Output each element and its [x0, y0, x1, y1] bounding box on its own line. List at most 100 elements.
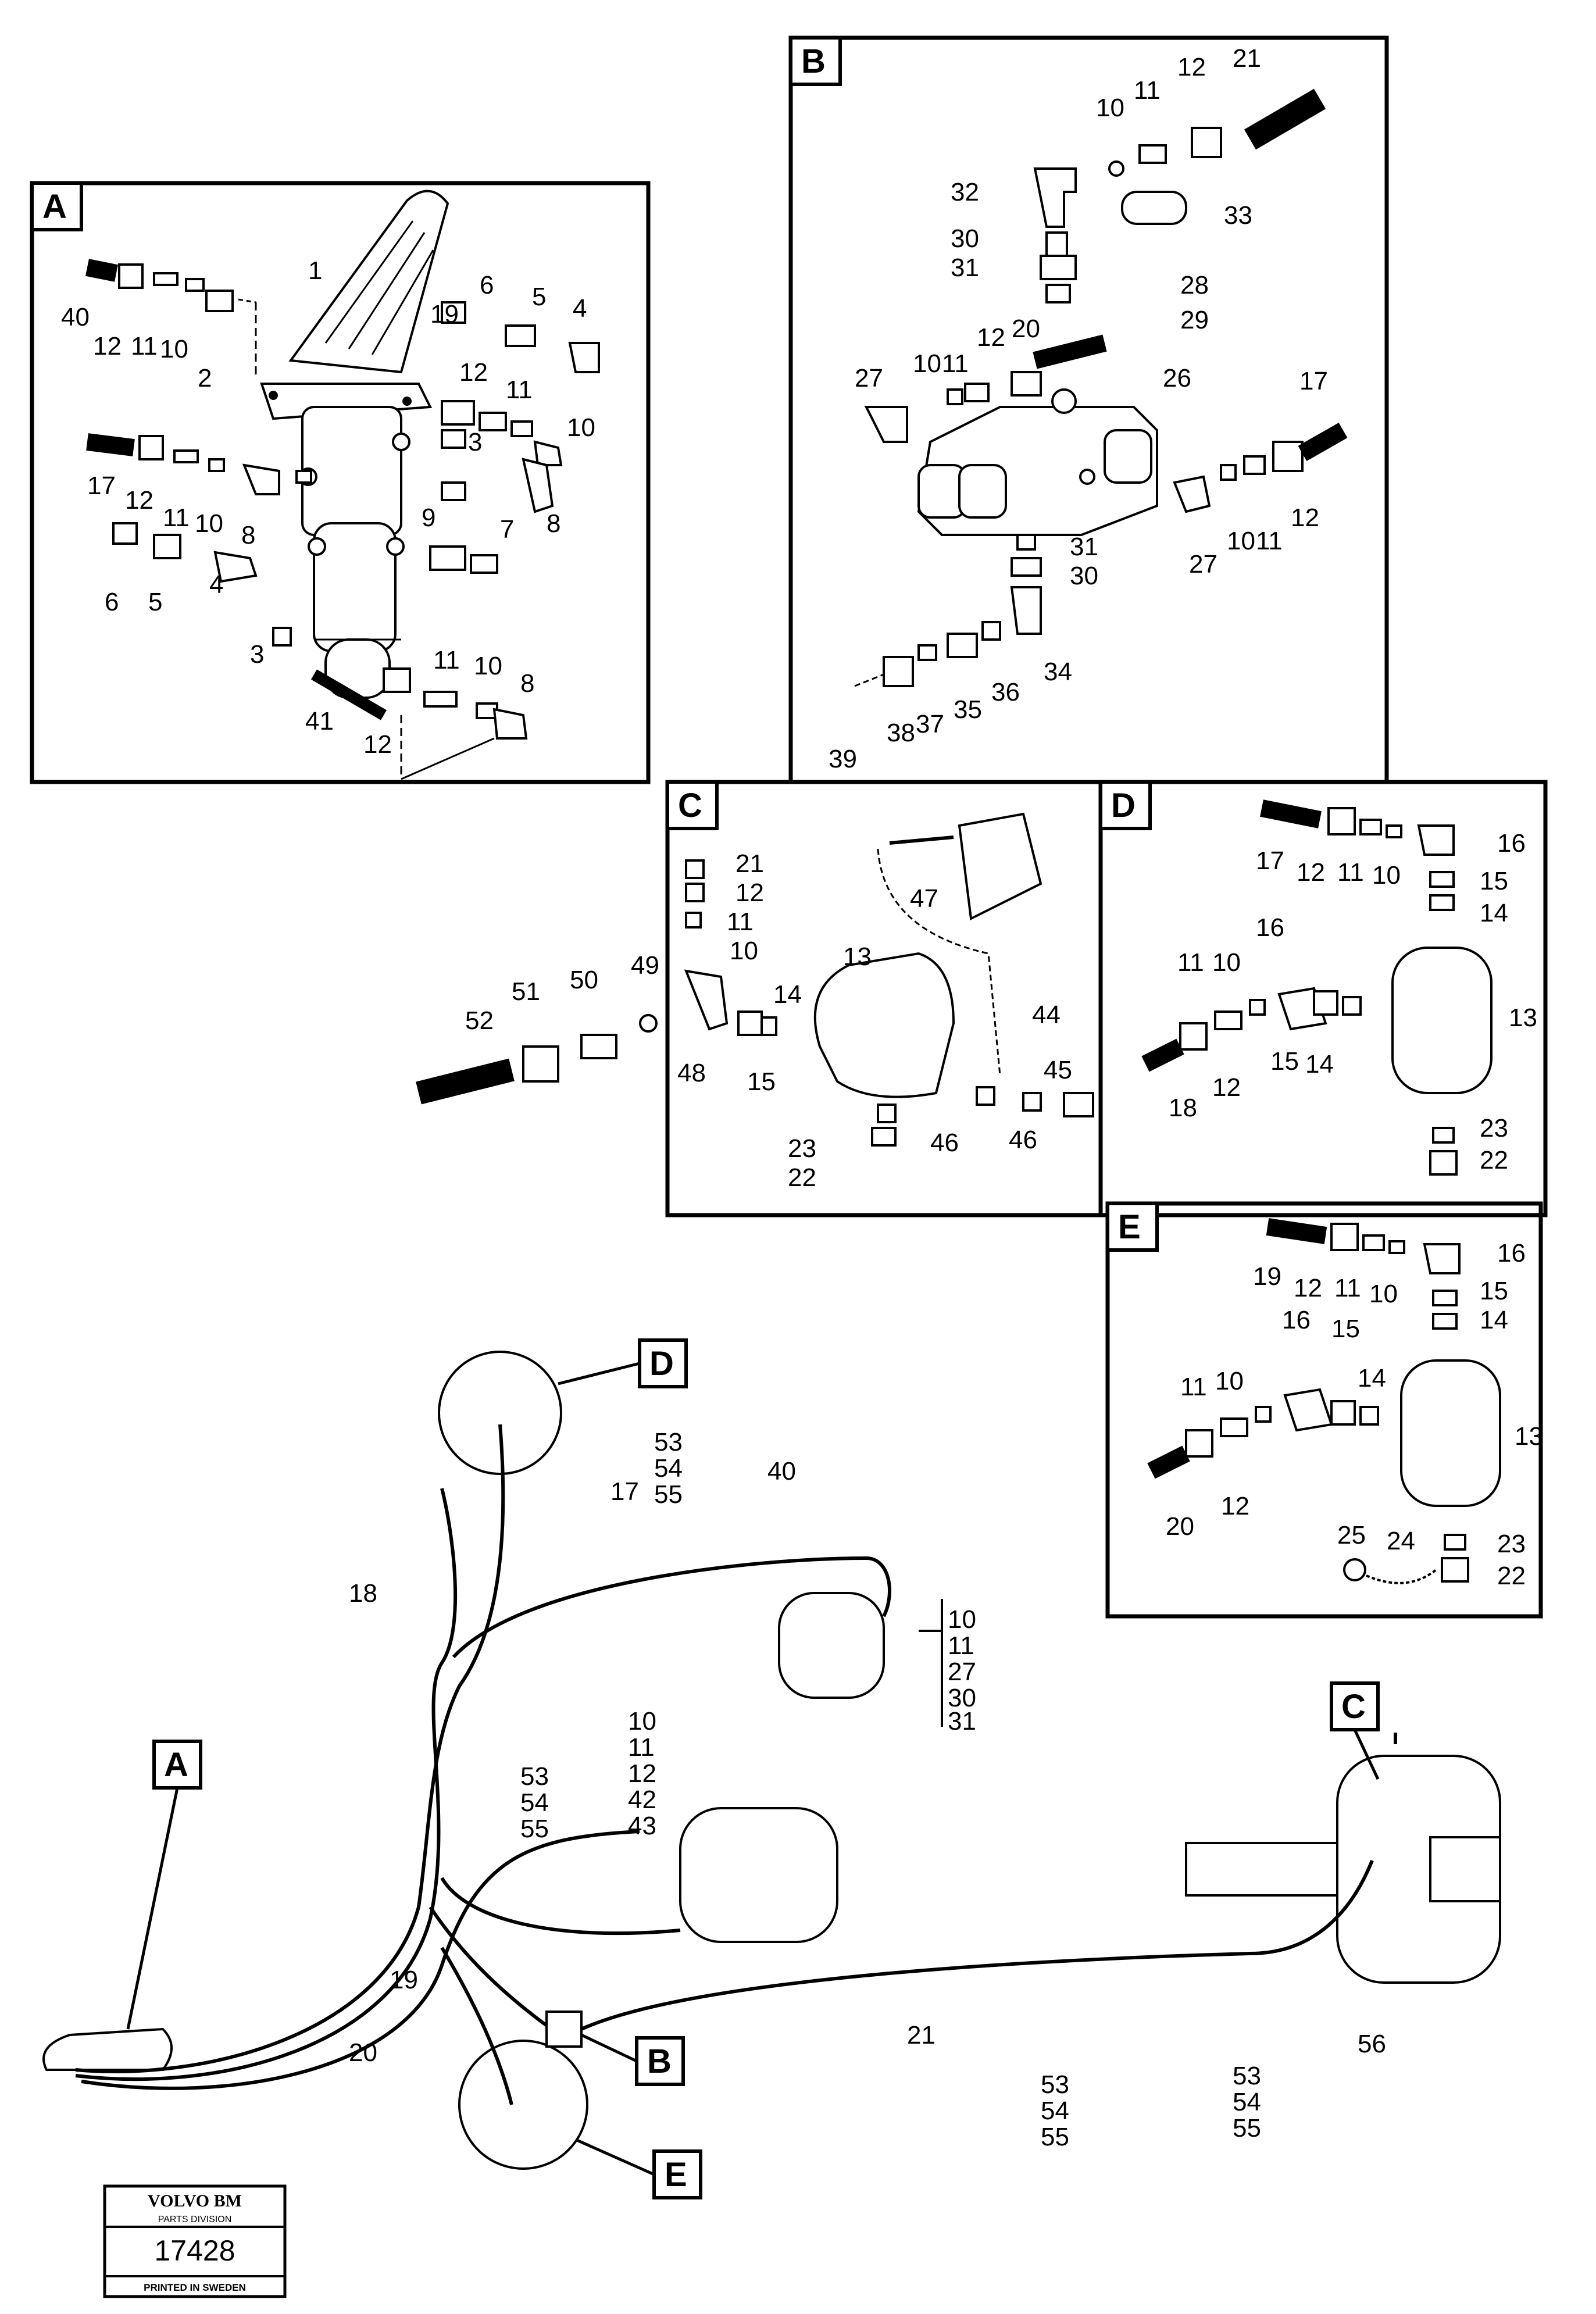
callout-b-24: 39: [829, 745, 857, 773]
callout-a-21: 7: [500, 515, 514, 544]
panel-a: A: [30, 181, 651, 784]
callout-c-3: 10: [730, 937, 758, 965]
callout-d-10: 18: [1169, 1094, 1197, 1122]
callout-c-1: 12: [735, 879, 764, 907]
air-reservoir-c: [416, 812, 1094, 1147]
callout-o-17: 54: [520, 1788, 549, 1817]
callout-a-11: 11: [506, 376, 533, 404]
callout-b-4: 32: [951, 178, 979, 206]
callout-e-5: 15: [1480, 1277, 1508, 1305]
callout-c-16: 22: [788, 1163, 816, 1192]
panel-e-tag: E: [1118, 1208, 1141, 1246]
callout-a-18: 10: [195, 509, 223, 538]
brake-pedal: [260, 190, 449, 420]
stamp-brand: VOLVO BM: [148, 2191, 242, 2211]
callout-o-23: 54: [1041, 2097, 1069, 2125]
overview-ref-c: C: [1341, 1688, 1366, 1726]
callout-b-15: 26: [1163, 364, 1191, 392]
callout-e-2: 11: [1334, 1274, 1361, 1302]
panel-c-tag: C: [678, 787, 702, 824]
callout-a-8: 5: [532, 283, 546, 311]
callout-o-22: 53: [1041, 2070, 1069, 2099]
callout-e-18: 22: [1497, 1562, 1526, 1590]
callout-a-15: 17: [87, 472, 116, 500]
callout-d-8: 11: [1177, 948, 1204, 977]
callout-o-6: 10: [948, 1605, 976, 1634]
callout-b-0: 12: [1177, 53, 1206, 81]
callout-c-14: 45: [1044, 1056, 1072, 1084]
callout-e-8: 15: [1331, 1315, 1360, 1343]
callout-d-9: 10: [1212, 948, 1241, 977]
callout-e-10: 10: [1215, 1367, 1244, 1395]
callout-c-7: 50: [570, 966, 598, 994]
callout-a-12: 10: [567, 413, 595, 442]
callout-o-9: 30: [948, 1684, 976, 1712]
callout-e-16: 24: [1387, 1527, 1415, 1555]
callout-d-16: 22: [1480, 1146, 1508, 1174]
callout-o-27: 55: [1233, 2114, 1261, 2142]
panel-d: D: [1098, 780, 1548, 1217]
callout-c-13: 44: [1032, 1001, 1061, 1029]
callout-o-26: 54: [1233, 2088, 1261, 2116]
callout-e-13: 20: [1166, 1512, 1194, 1541]
air-tank-e: [1147, 1218, 1501, 1584]
callout-c-2: 11: [727, 908, 754, 936]
callout-o-25: 53: [1233, 2062, 1261, 2090]
callout-e-12: 13: [1515, 1422, 1543, 1451]
callout-c-10: 48: [677, 1059, 706, 1087]
callout-a-22: 6: [105, 588, 119, 616]
callout-o-15: 43: [628, 1812, 656, 1840]
callout-c-17: 46: [930, 1129, 959, 1157]
callout-a-17: 11: [163, 503, 190, 532]
callout-a-2: 12: [93, 332, 122, 360]
callout-a-19: 8: [241, 521, 255, 549]
callout-b-3: 11: [1134, 76, 1161, 105]
callout-a-9: 4: [573, 294, 587, 323]
callout-d-12: 15: [1270, 1047, 1299, 1076]
callout-b-27: 35: [954, 695, 982, 724]
callout-d-3: 10: [1372, 861, 1401, 890]
callout-e-4: 16: [1497, 1239, 1526, 1267]
stamp-number: 17428: [154, 2234, 235, 2267]
callout-c-9: 52: [465, 1006, 494, 1035]
callout-o-12: 11: [628, 1733, 655, 1762]
air-tank-d: [1141, 799, 1493, 1176]
callout-e-0: 19: [1253, 1262, 1281, 1291]
callout-a-0: 1: [308, 256, 322, 285]
callout-e-9: 11: [1180, 1373, 1207, 1401]
panel-b: B: [788, 35, 1389, 784]
callout-c-15: 23: [788, 1134, 816, 1163]
callout-c-5: 13: [843, 942, 872, 971]
callout-e-6: 14: [1480, 1306, 1508, 1334]
overview-ref-d: D: [649, 1345, 674, 1383]
callout-a-16: 12: [125, 486, 153, 515]
callout-a-1: 40: [61, 303, 90, 331]
callout-a-28: 11: [433, 646, 460, 674]
callout-a-6: 19: [430, 300, 459, 328]
callout-c-6: 49: [631, 951, 659, 980]
parts-stamp: VOLVO BM PARTS DIVISION 17428 PRINTED IN…: [103, 2184, 287, 2298]
callout-e-1: 12: [1294, 1274, 1322, 1302]
callout-a-25: 3: [250, 640, 264, 669]
callout-a-3: 11: [131, 332, 158, 360]
callout-b-28: 36: [991, 678, 1020, 706]
callout-a-24: 4: [209, 570, 223, 599]
overview-ref-a: A: [164, 1746, 188, 1784]
callout-c-8: 51: [512, 977, 540, 1006]
callout-a-7: 6: [480, 271, 494, 299]
callout-o-13: 12: [628, 1759, 656, 1788]
callout-o-11: 10: [628, 1707, 656, 1736]
callout-a-10: 12: [459, 358, 488, 387]
callout-a-26: 41: [305, 707, 334, 735]
callout-d-6: 14: [1480, 899, 1508, 927]
callout-o-10: 31: [948, 1707, 976, 1736]
callout-b-16: 17: [1299, 367, 1328, 395]
callout-d-14: 13: [1509, 1004, 1537, 1032]
panel-c: C: [416, 780, 1103, 1217]
panel-b-tag: B: [801, 42, 826, 80]
